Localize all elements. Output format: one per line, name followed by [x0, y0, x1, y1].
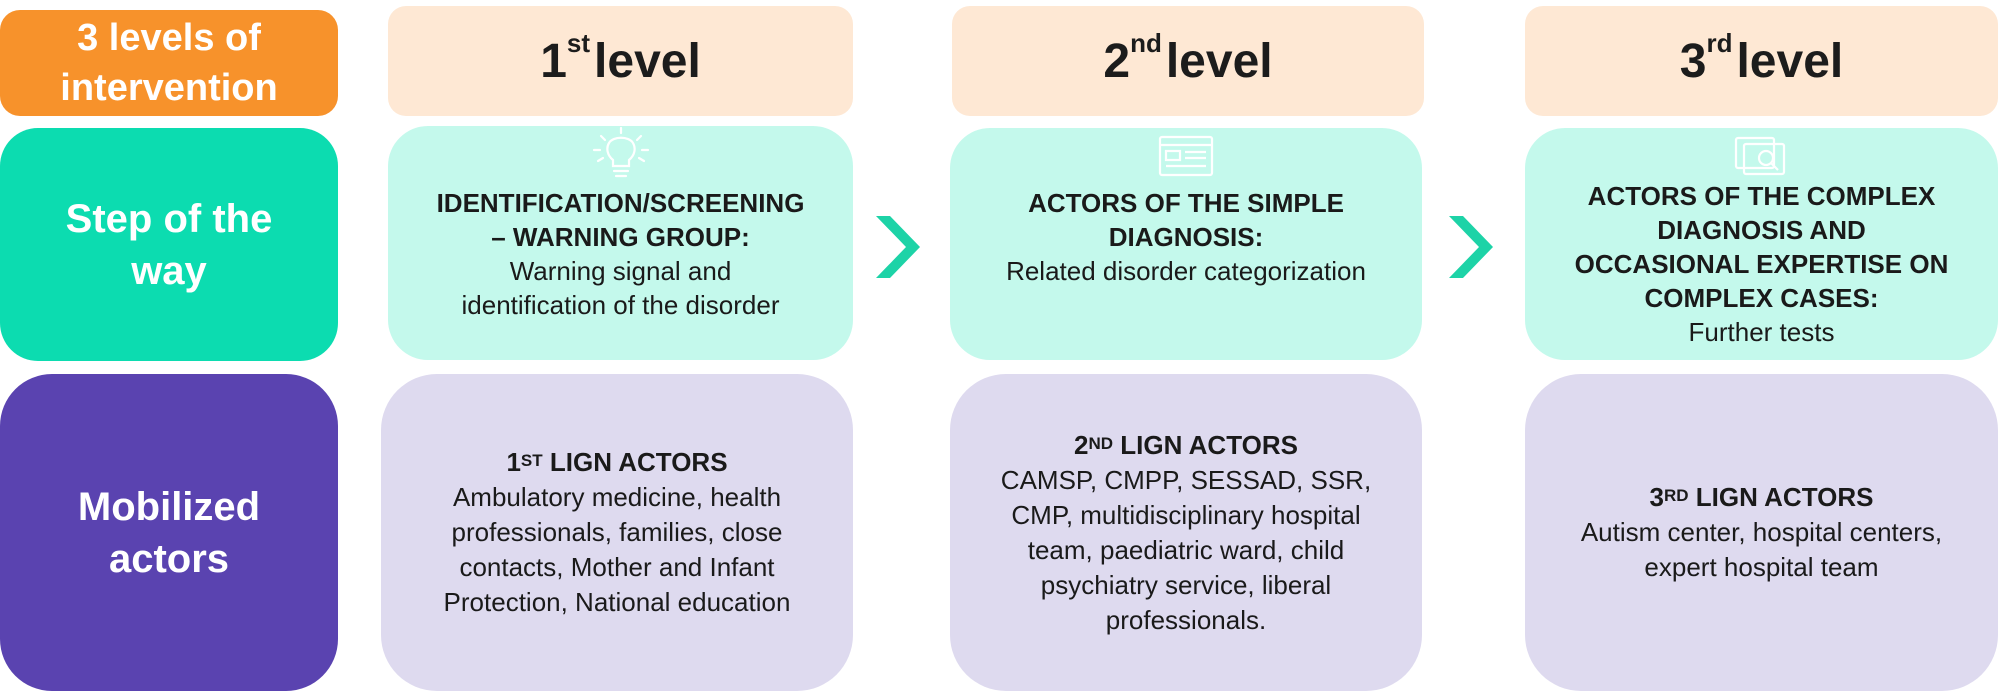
- step-body-line: Related disorder categorization: [1006, 256, 1366, 286]
- step-body-line: identification of the disorder: [461, 290, 780, 320]
- level-header-text: 3rdlevel: [1679, 27, 1844, 88]
- step-title-line: COMPLEX CASES:: [1644, 283, 1879, 313]
- actors-body-line: team, paediatric ward, child: [1027, 534, 1345, 565]
- row-label-line: 3 levels of: [77, 16, 261, 59]
- actors-box-level-3: 3RD LIGN ACTORS Autism center, hospital …: [1525, 374, 1998, 691]
- actors-body-line: CAMSP, CMPP, SESSAD, SSR,: [1000, 464, 1372, 495]
- row-label-line: Step of the: [65, 196, 273, 241]
- row-label-line: actors: [108, 536, 230, 581]
- step-title-line: DIAGNOSIS AND: [1657, 215, 1866, 245]
- lightbulb-icon: [592, 126, 649, 178]
- actors-body-line: contacts, Mother and Infant: [459, 552, 775, 582]
- level-2-header: 2ndlevel: [952, 6, 1424, 116]
- chevron-right-icon: [1449, 216, 1493, 278]
- row-label-line: way: [131, 248, 207, 293]
- chevron-right-icon: [876, 216, 920, 278]
- step-body-line: Warning signal and: [509, 256, 732, 286]
- level-header-text: 1stlevel: [540, 27, 701, 88]
- document-icon: [1158, 135, 1214, 177]
- actors-body-line: Ambulatory medicine, health: [452, 482, 782, 512]
- row-label-step: Step of the way: [0, 128, 338, 361]
- actors-body-line: psychiatry service, liberal: [1040, 569, 1332, 600]
- level-3-header: 3rdlevel: [1525, 6, 1998, 116]
- row-label-levels: 3 levels of intervention: [0, 10, 338, 116]
- step-title-line: IDENTIFICATION/SCREENING: [436, 188, 805, 218]
- level-1-header: 1stlevel: [388, 6, 853, 116]
- actors-body-line: Autism center, hospital centers,: [1580, 517, 1943, 547]
- actors-body-line: professionals, families, close: [451, 517, 783, 547]
- row-label-line: intervention: [60, 67, 278, 109]
- actors-box-level-2: 2ND LIGN ACTORS CAMSP, CMPP, SESSAD, SSR…: [950, 374, 1422, 691]
- step-box-level-1: IDENTIFICATION/SCREENING – WARNING GROUP…: [388, 126, 853, 360]
- actors-title: 2ND LIGN ACTORS: [1074, 429, 1298, 460]
- step-title-line: – WARNING GROUP:: [491, 222, 750, 252]
- level-header-text: 2ndlevel: [1103, 27, 1273, 88]
- step-title-line: DIAGNOSIS:: [1108, 222, 1264, 252]
- row-label-actors: Mobilized actors: [0, 374, 338, 691]
- step-title-line: ACTORS OF THE COMPLEX: [1587, 181, 1936, 211]
- actors-body-line: CMP, multidisciplinary hospital: [1011, 499, 1361, 530]
- step-title-line: OCCASIONAL EXPERTISE ON: [1574, 249, 1949, 279]
- step-title-line: ACTORS OF THE SIMPLE: [1028, 188, 1344, 218]
- step-box-level-2: ACTORS OF THE SIMPLE DIAGNOSIS: Related …: [950, 128, 1422, 360]
- row-label-line: Mobilized: [77, 484, 261, 529]
- step-body-line: Further tests: [1688, 317, 1835, 347]
- folder-search-icon: [1734, 136, 1785, 176]
- actors-body-line: expert hospital team: [1644, 552, 1879, 582]
- actors-title: 3RD LIGN ACTORS: [1649, 482, 1874, 512]
- actors-body-line: professionals.: [1105, 604, 1267, 635]
- step-box-level-3: ACTORS OF THE COMPLEX DIAGNOSIS AND OCCA…: [1525, 128, 1998, 360]
- actors-box-level-1: 1ST LIGN ACTORS Ambulatory medicine, hea…: [381, 374, 853, 691]
- actors-body-line: Protection, National education: [443, 587, 791, 617]
- actors-title: 1ST LIGN ACTORS: [506, 447, 728, 477]
